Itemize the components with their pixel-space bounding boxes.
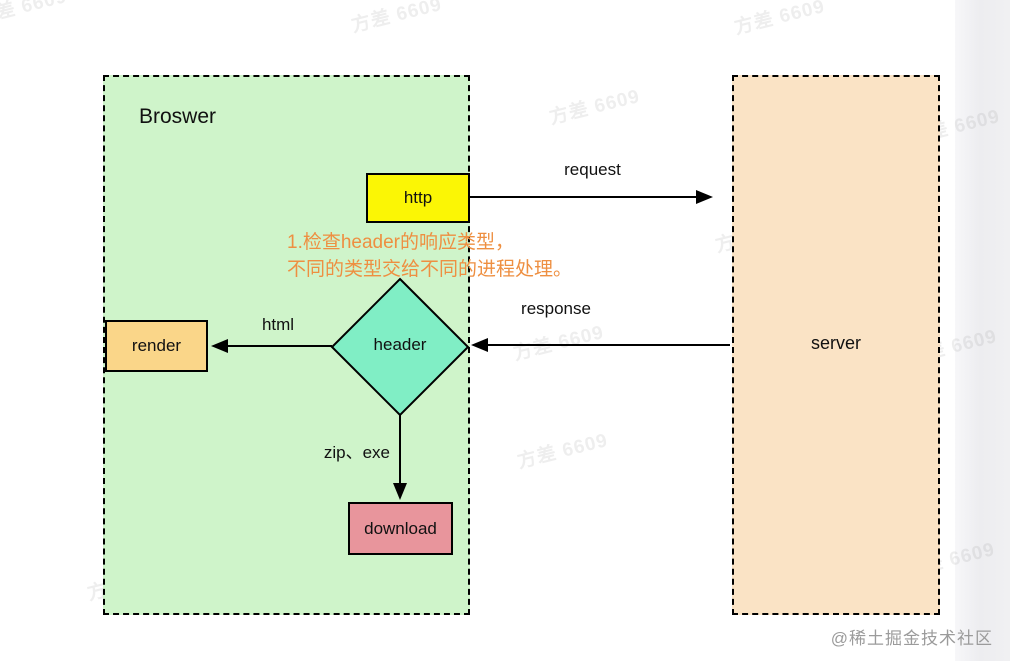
community-credit: @稀土掘金技术社区 bbox=[830, 629, 993, 648]
request-edge-label: request bbox=[564, 160, 621, 179]
header-node-label: header bbox=[373, 335, 427, 354]
http-node: http bbox=[366, 173, 470, 223]
response-edge-label: response bbox=[521, 299, 591, 318]
annotation-note: 1.检查header的响应类型， 不同的类型交给不同的进程处理。 bbox=[287, 229, 572, 283]
annotation-line-1: 1.检查header的响应类型， bbox=[287, 232, 515, 253]
zip-exe-edge-label: zip、exe bbox=[323, 443, 390, 462]
response-arrow bbox=[471, 338, 730, 352]
render-node: render bbox=[105, 320, 208, 372]
header-node-shape bbox=[330, 277, 470, 417]
request-arrow bbox=[470, 190, 713, 204]
page-edge-strip bbox=[955, 0, 1010, 661]
html-arrow bbox=[211, 339, 332, 353]
zip-exe-arrow bbox=[393, 415, 407, 500]
download-node: download bbox=[348, 502, 453, 555]
server-label: server bbox=[810, 333, 861, 353]
html-edge-label: html bbox=[261, 315, 295, 334]
server-container-box bbox=[732, 75, 940, 615]
annotation-line-2: 不同的类型交给不同的进程处理。 bbox=[287, 259, 573, 280]
browser-label: Broswer bbox=[139, 105, 217, 128]
